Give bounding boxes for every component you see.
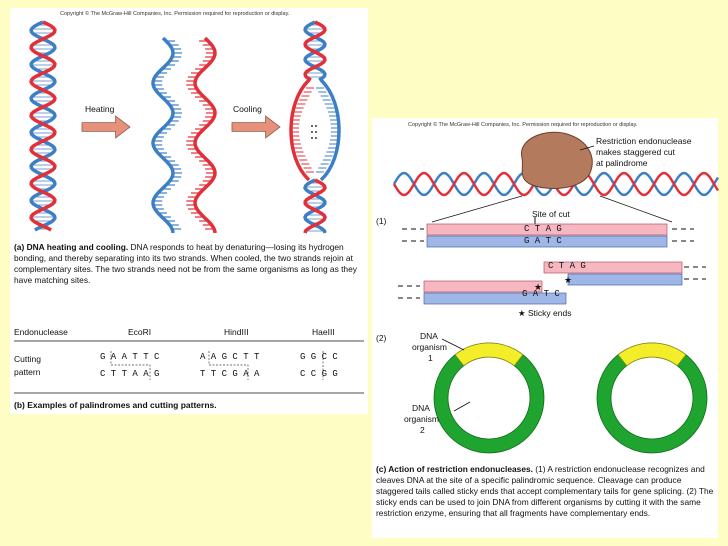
figure-panel-left: Copyright © The McGraw-Hill Companies, I… [10,8,368,414]
recombinant-plasmid-2-insert [617,342,687,367]
caption-c: (c) Action of restriction endonucleases.… [376,464,714,519]
hindiii-cut-line [208,351,249,380]
enzyme-label-line3: at palindrome [596,158,648,168]
recombinant-plasmid-2-inner-edge [610,356,694,440]
projection-line-right [599,195,673,223]
seq-top: C T A G [524,224,562,234]
enzyme-label-line2: makes staggered cut [596,147,675,157]
bubble-strand-red [289,78,311,182]
separated-strand-blue-backbone [151,36,175,234]
heating-label: Heating [85,104,115,114]
bubble-strand-blue [319,78,341,182]
dna-organism-2-line2: organism [404,414,439,424]
restriction-enzyme [521,131,593,189]
sticky-end-star-right: ★ [564,275,572,285]
caption-c-text: (1) A restriction endonuclease recognize… [376,464,714,518]
left-fragment-top [423,280,543,293]
hindiii-top-seq: A A G C T T [200,352,260,362]
caption-b: (b) Examples of palindromes and cutting … [14,400,217,410]
sticky-end-star-left: ★ [534,282,542,292]
copyright-notice: Copyright © The McGraw-Hill Companies, I… [60,11,290,17]
separated-strand-red-backbone [193,36,217,234]
heating-arrow [81,115,131,139]
row-label-cutting: Cutting [14,354,41,364]
recombinant-plasmid-1-insert [454,342,524,367]
col-hindiii: HindIII [224,327,249,337]
ecori-bottom-seq: C T T A A G [100,369,160,379]
step-1-label: (1) [376,216,387,226]
col-endonuclease: Endonuclease [14,327,68,337]
col-haeiii: HaeIII [312,327,335,337]
copyright-notice-right: Copyright © The McGraw-Hill Companies, I… [408,122,638,128]
sticky-ends-legend: ★ Sticky ends [518,308,572,318]
enzyme-label-line1: Restriction endonuclease [596,136,692,146]
restriction-endonuclease-diagram: ★★ [392,131,720,454]
dna-organism-1-line2: organism [412,342,447,352]
haeiii-top-seq: G G C C [300,352,338,362]
dna-organism-2-line3: 2 [420,425,425,435]
double-helix-left-strand-red [29,20,57,232]
ecori-top-seq: G A A T T C [100,352,160,362]
seq-bottom: G A T C [524,236,562,246]
left-fragment-bottom [423,292,567,305]
figure-panel-right: Copyright © The McGraw-Hill Companies, I… [372,118,720,538]
seq-top-cut: C T A G [548,261,586,271]
recombinant-plasmid-1-ring [434,343,544,453]
row-label-pattern: pattern [14,367,41,377]
right-fragment-top [543,261,683,274]
cooling-arrow [231,115,281,139]
col-ecori: EcoRI [128,327,152,337]
seq-bottom-cut: G A T C [522,289,560,299]
ecori-cut-line [110,351,151,380]
projection-line-left [431,195,523,223]
right-fragment-bottom [567,273,683,286]
reannealed-top-strand-red [303,20,327,82]
strand-top-intact [426,223,668,236]
dna-heating-cooling-diagram [14,20,364,394]
hindiii-bottom-seq: T T C G A A [200,369,260,379]
recombinant-plasmid-1-inner-edge [447,356,531,440]
haeiii-bottom-seq: C C G G [300,369,338,379]
caption-a: (a) DNA heating and cooling. DNA respond… [14,242,364,286]
reannealed-top-strand-blue [303,20,327,82]
caption-c-title: (c) Action of restriction endonucleases. [376,464,533,474]
organism-2-leader [453,401,471,412]
recombinant-plasmid-2-ring [597,343,707,453]
reannealed-bottom-strand-red [303,178,327,234]
step-2-label: (2) [376,333,387,343]
caption-a-text: DNA responds to heat by denaturing—losin… [14,242,357,285]
site-of-cut-label: Site of cut [532,209,570,219]
caption-a-title: (a) DNA heating and cooling. [14,242,129,252]
dna-organism-1-line3: 1 [428,353,433,363]
dna-organism-2-line1: DNA [412,403,430,413]
cooling-label: Cooling [233,104,262,114]
organism-1-leader [441,338,465,351]
dna-organism-1-line1: DNA [420,331,438,341]
enzyme-label-leader [579,145,595,151]
strand-bottom-intact [426,235,668,248]
